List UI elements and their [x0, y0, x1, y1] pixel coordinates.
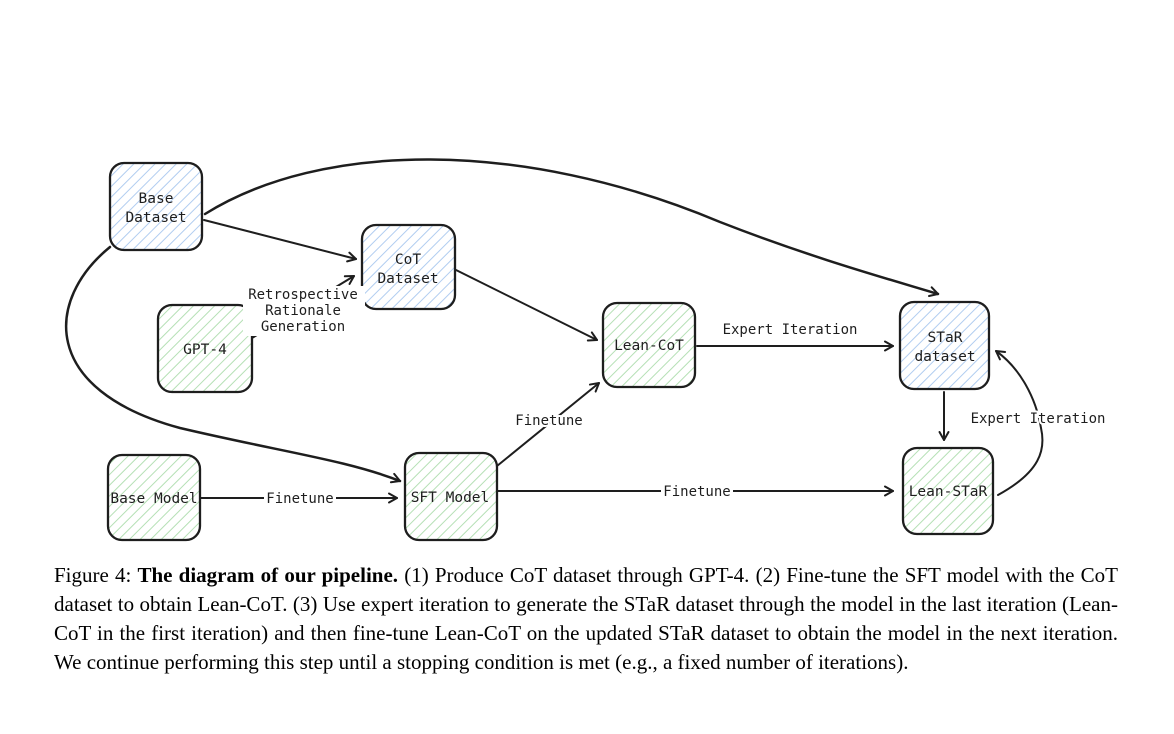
edge-label-retrospective-rationale-generation: Retrospective Rationale Generation	[243, 285, 365, 337]
label-backplate	[661, 483, 733, 499]
node-sft-model: SFT Model	[403, 451, 499, 542]
arrow-base-dataset-to-star-dataset	[203, 158, 940, 297]
figure-caption-prefix: Figure 4:	[54, 563, 138, 587]
node-cot-dataset-box	[360, 223, 457, 311]
node-lean-star-label: Lean-STaR	[909, 484, 988, 500]
label-backplate	[243, 286, 365, 336]
node-sft-model-box	[403, 451, 499, 542]
arrow-cot-dataset-to-lean-cot	[455, 269, 598, 342]
node-sft-model-label: SFT Model	[411, 490, 490, 506]
figure-caption-title: The diagram of our pipeline.	[137, 563, 399, 587]
node-base-dataset-label: Base	[139, 191, 174, 207]
node-cot-dataset-label: Dataset	[377, 271, 438, 287]
node-star-dataset: STaR dataset	[898, 300, 991, 391]
node-base-model-label: Base Model	[110, 491, 197, 507]
arrow-base-dataset-to-sft-model	[65, 245, 402, 484]
arrow-sft-model-to-lean-cot	[496, 382, 600, 467]
node-lean-cot-box	[601, 301, 697, 389]
node-gpt4-label: GPT-4	[183, 342, 227, 358]
arrow-base-dataset-to-cot-dataset	[203, 219, 357, 263]
edge-label-expert-iteration-right: Expert Iteration	[971, 411, 1106, 427]
node-lean-star: Lean-STaR	[901, 446, 995, 536]
label-backplate	[264, 490, 336, 506]
edge-label-finetune-base-to-sft: Finetune	[264, 489, 336, 509]
edge-label-finetune-sft-to-leanstar: Finetune	[661, 482, 733, 502]
node-base-dataset-box	[108, 161, 204, 252]
node-base-model-box	[106, 453, 202, 542]
edge-label-line: Retrospective	[248, 287, 358, 303]
figure-caption: Figure 4: The diagram of our pipeline. (…	[54, 561, 1118, 677]
node-cot-dataset-label: CoT	[395, 252, 421, 268]
node-star-dataset-box	[898, 300, 991, 391]
edge-label-finetune-diagonal: Finetune	[515, 413, 582, 429]
node-lean-cot: Lean-CoT	[601, 301, 697, 389]
node-lean-cot-label: Lean-CoT	[614, 338, 684, 354]
node-star-dataset-label: dataset	[914, 349, 975, 365]
edge-label-line: Finetune	[663, 484, 730, 500]
node-base-dataset-label: Dataset	[125, 210, 186, 226]
edge-label-line: Rationale	[265, 303, 341, 319]
arrow-lean-star-to-star-dataset	[995, 350, 1044, 496]
node-gpt4-box	[156, 303, 254, 394]
node-base-dataset: Base Dataset	[108, 161, 204, 252]
node-star-dataset-label: STaR	[928, 330, 963, 346]
edge-label-line: Generation	[261, 319, 345, 335]
edge-label-line: Finetune	[266, 491, 333, 507]
node-lean-star-box	[901, 446, 995, 536]
node-gpt4: GPT-4	[156, 303, 254, 394]
node-base-model: Base Model	[106, 453, 202, 542]
node-cot-dataset: CoT Dataset	[360, 223, 457, 311]
figure-caption-body: (1) Produce CoT dataset through GPT-4. (…	[54, 563, 1118, 674]
edge-label-expert-iteration-top: Expert Iteration	[723, 322, 858, 338]
pipeline-diagram: Base Dataset CoT Dataset GPT-4 Lean-CoT …	[65, 158, 1107, 542]
